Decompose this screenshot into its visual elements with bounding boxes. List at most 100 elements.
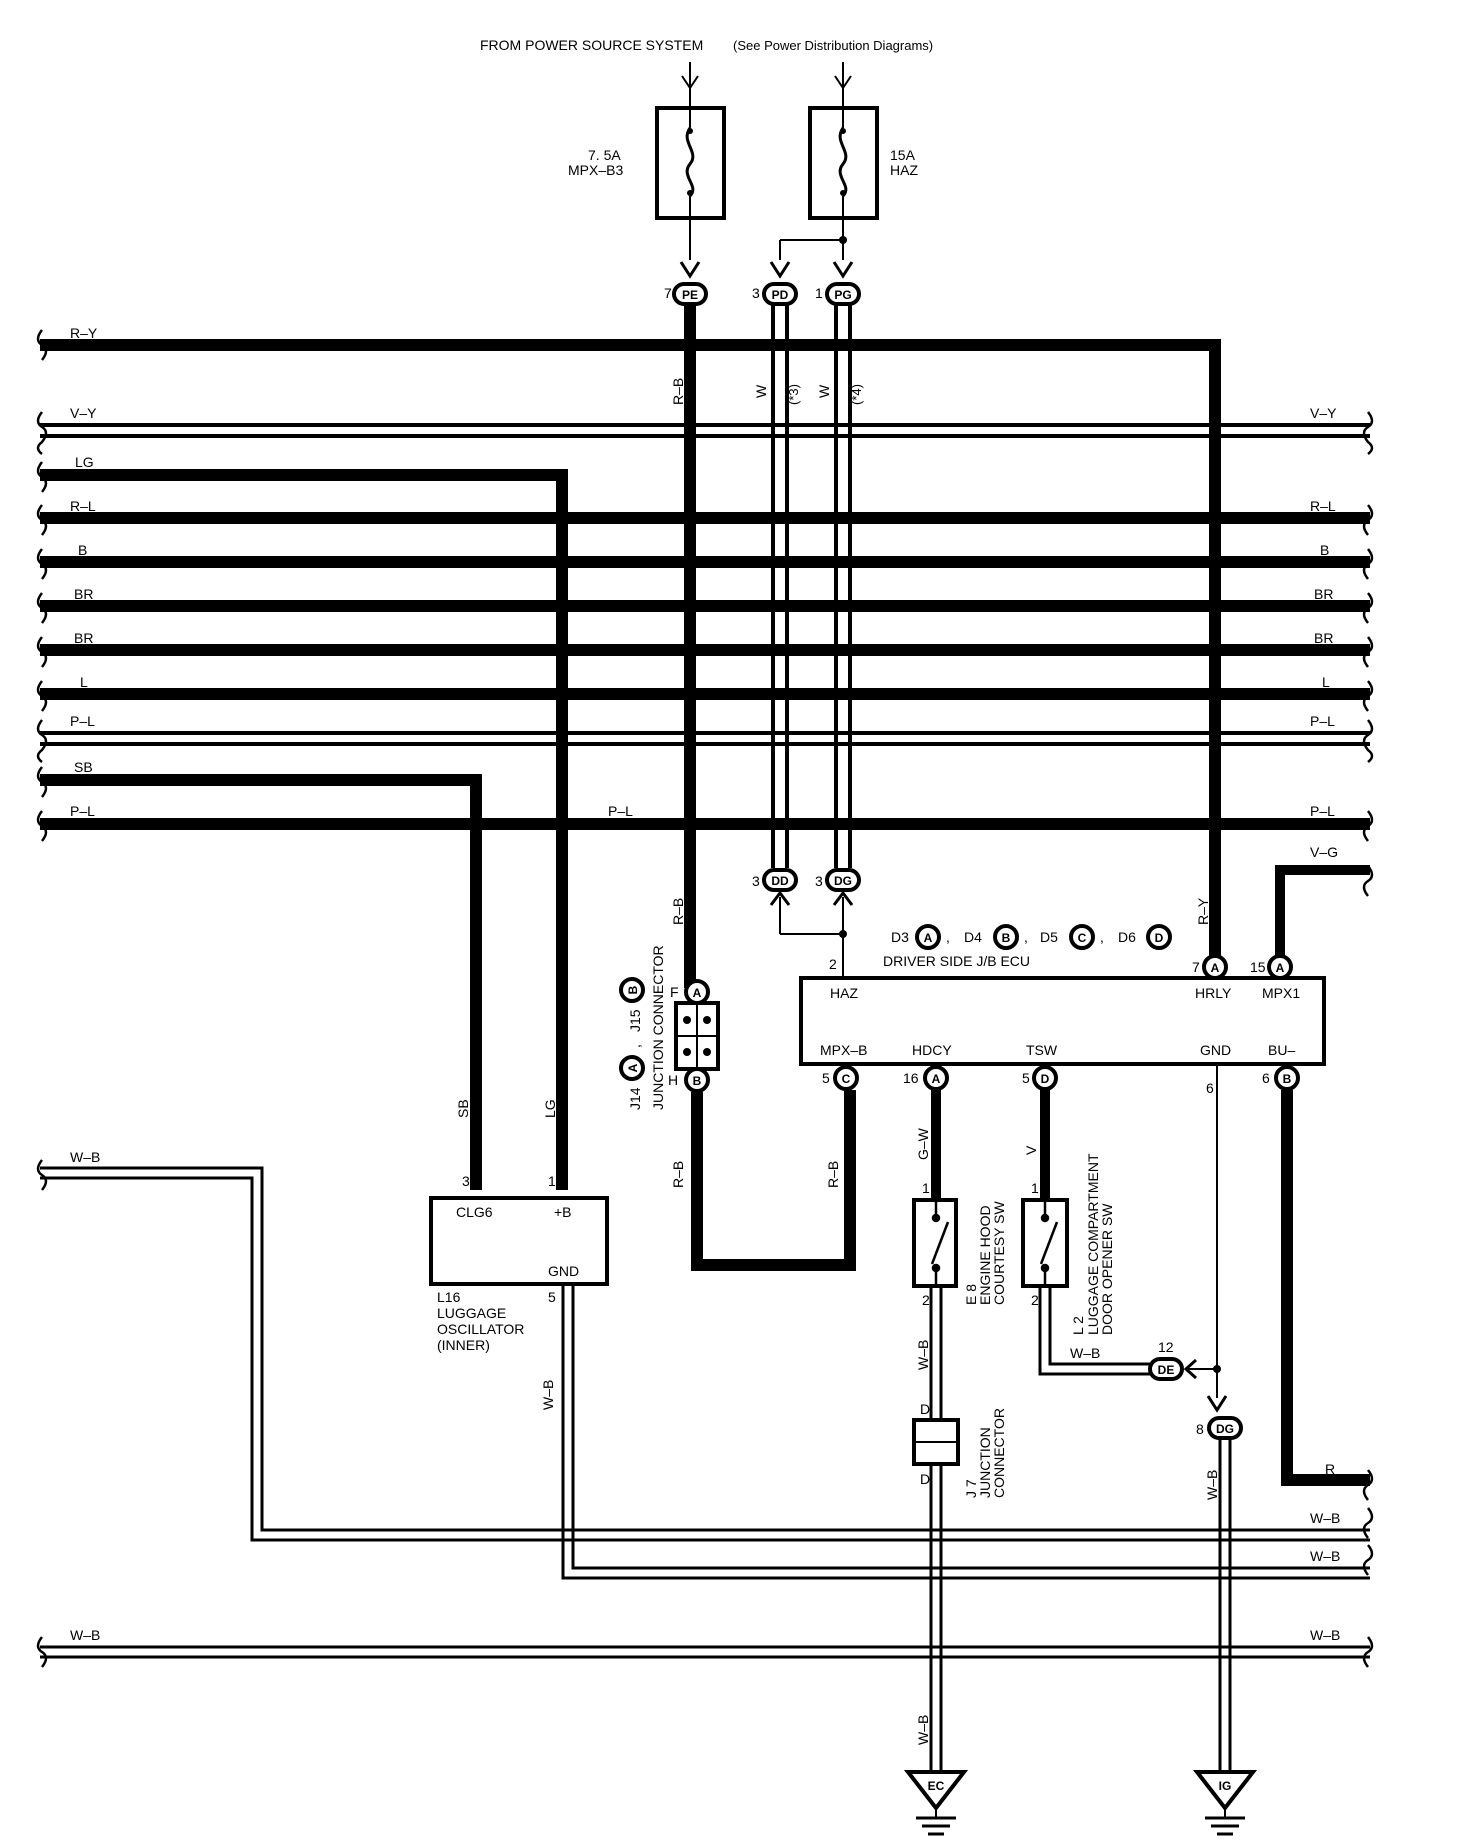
label-left-br-1: BR	[74, 586, 93, 602]
hood-sw-pin2: 2	[922, 1292, 930, 1308]
pd-pin: 3	[752, 285, 760, 301]
svg-text:JUNCTION CONNECTOR: JUNCTION CONNECTOR	[650, 945, 666, 1110]
hrly-connector	[1202, 954, 1228, 980]
label-right-l: L	[1322, 674, 1330, 690]
bu-connector	[1274, 1065, 1300, 1091]
tsw-pin: 5	[1022, 1070, 1030, 1086]
note-pd: (*3)	[786, 384, 801, 405]
mpx-b-pin: 5	[822, 1070, 830, 1086]
osc-term-clg6: CLG6	[456, 1204, 493, 1220]
osc-name-3: (INNER)	[437, 1337, 490, 1353]
label-left-r-l: R–L	[70, 498, 96, 514]
svg-text:A: A	[924, 931, 933, 945]
wire-w-pg	[834, 304, 852, 868]
label-right-p-l-1: P–L	[1310, 713, 1335, 729]
svg-text:D6: D6	[1118, 929, 1136, 945]
svg-text:B: B	[626, 985, 640, 994]
svg-text:A: A	[693, 986, 702, 1000]
pg-pin: 1	[815, 285, 823, 301]
luggage-sw-pin1: 1	[1031, 1180, 1039, 1196]
dd-connector	[762, 868, 798, 892]
svg-text:D5: D5	[1040, 929, 1058, 945]
svg-text:D4: D4	[964, 929, 982, 945]
svg-text:D: D	[1041, 1072, 1050, 1086]
ecu-term-tsw: TSW	[1026, 1042, 1058, 1058]
jc-labels: J14 A , J15 B JUNCTION CONNECTOR	[619, 945, 666, 1110]
luggage-sw-name-2: DOOR OPENER SW	[1099, 1203, 1115, 1335]
label-left-br-2: BR	[74, 630, 93, 646]
hood-sw-contact	[930, 1200, 950, 1286]
fuse-output-wires	[679, 218, 854, 279]
label-right-r: R	[1325, 1461, 1335, 1477]
pg-connector	[825, 282, 861, 306]
svg-text:B: B	[693, 1074, 702, 1088]
label-left-p-l-1: P–L	[70, 713, 95, 729]
label-w-b-luggage: W–B	[1070, 1345, 1100, 1361]
osc-ref: L16	[437, 1289, 461, 1305]
label-right-b: B	[1320, 542, 1329, 558]
dg-lower-arrow	[1206, 1395, 1228, 1413]
label-right-r-l: R–L	[1310, 498, 1336, 514]
oscillator-box	[429, 1196, 609, 1286]
label-left-v-y: V–Y	[70, 405, 97, 421]
label-r-b-jc: R–B	[670, 1161, 686, 1188]
svg-text:J14: J14	[627, 1087, 643, 1110]
label-right-w-b-1: W–B	[1310, 1510, 1340, 1526]
jc-f-pin: F	[670, 984, 679, 1000]
label-right-v-g: V–G	[1310, 844, 1338, 860]
jc-internal	[676, 1003, 718, 1069]
wire-w-b-left	[40, 1166, 1370, 1542]
label-right-w-b-2: W–B	[1310, 1548, 1340, 1564]
de-pin: 12	[1158, 1339, 1174, 1355]
label-left-w-b-1: W–B	[70, 1149, 100, 1165]
label-right-br-1: BR	[1314, 586, 1333, 602]
svg-text:EC: EC	[928, 1779, 945, 1793]
pd-code: PD	[772, 288, 789, 302]
svg-text:D3: D3	[891, 929, 909, 945]
ecu-box	[799, 976, 1326, 1066]
jc-h-connector	[684, 1067, 710, 1093]
ecu-connector-codes: D3 A , D4 B , D5 C , D6 D	[891, 924, 1172, 950]
j7-name-1: JUNCTION	[977, 1427, 993, 1498]
ecu-term-bu: BU–	[1268, 1042, 1295, 1058]
svg-text:C: C	[1078, 931, 1087, 945]
mpx-b-connector	[833, 1065, 859, 1091]
j7-pin-bottom: D	[920, 1471, 930, 1487]
luggage-sw-name-1: LUGGAGE COMPARTMENT	[1085, 1153, 1101, 1335]
note-pg: (*4)	[849, 384, 864, 405]
label-g-w: G–W	[915, 1127, 931, 1160]
label-r-b-mpx: R–B	[825, 1161, 841, 1188]
label-w-pd: W	[753, 384, 769, 398]
label-left-sb: SB	[74, 759, 93, 775]
ground-ig: IG	[1192, 1770, 1258, 1836]
label-right-v-y: V–Y	[1310, 405, 1337, 421]
svg-text:B: B	[1002, 931, 1011, 945]
svg-text:DE: DE	[1158, 1363, 1175, 1377]
pg-code: PG	[834, 288, 851, 302]
svg-text:B: B	[1283, 1072, 1292, 1086]
dd-code: DD	[771, 874, 789, 888]
ecu-term-haz: HAZ	[830, 985, 858, 1001]
svg-text:IG: IG	[1219, 1779, 1232, 1793]
svg-text:A: A	[1276, 961, 1285, 975]
fuse-haz	[808, 106, 879, 220]
hood-sw-ref: E 8	[963, 1284, 979, 1305]
ecu-term-mpx1: MPX1	[1262, 985, 1300, 1001]
haz-pin: 2	[829, 956, 837, 972]
dg-lower-connector	[1207, 1416, 1243, 1440]
mpx1-connector	[1267, 954, 1293, 980]
dg-lower-pin: 8	[1196, 1421, 1204, 1437]
dg-pin: 3	[815, 873, 823, 889]
j7-pin-top: D	[920, 1401, 930, 1417]
luggage-sw-pin2: 2	[1031, 1292, 1039, 1308]
tsw-connector	[1032, 1065, 1058, 1091]
osc-term-gnd: GND	[548, 1263, 579, 1279]
pe-code: PE	[682, 288, 698, 302]
hood-sw-name-1: ENGINE HOOD	[977, 1205, 993, 1305]
ecu-title: DRIVER SIDE J/B ECU	[883, 953, 1030, 969]
label-w-b-ec: W–B	[915, 1715, 931, 1745]
svg-text:,: ,	[627, 1044, 643, 1048]
label-left-p-l-2: P–L	[70, 803, 95, 819]
label-w-b-ig: W–B	[1204, 1470, 1220, 1500]
ecu-term-mpx-b: MPX–B	[820, 1042, 867, 1058]
